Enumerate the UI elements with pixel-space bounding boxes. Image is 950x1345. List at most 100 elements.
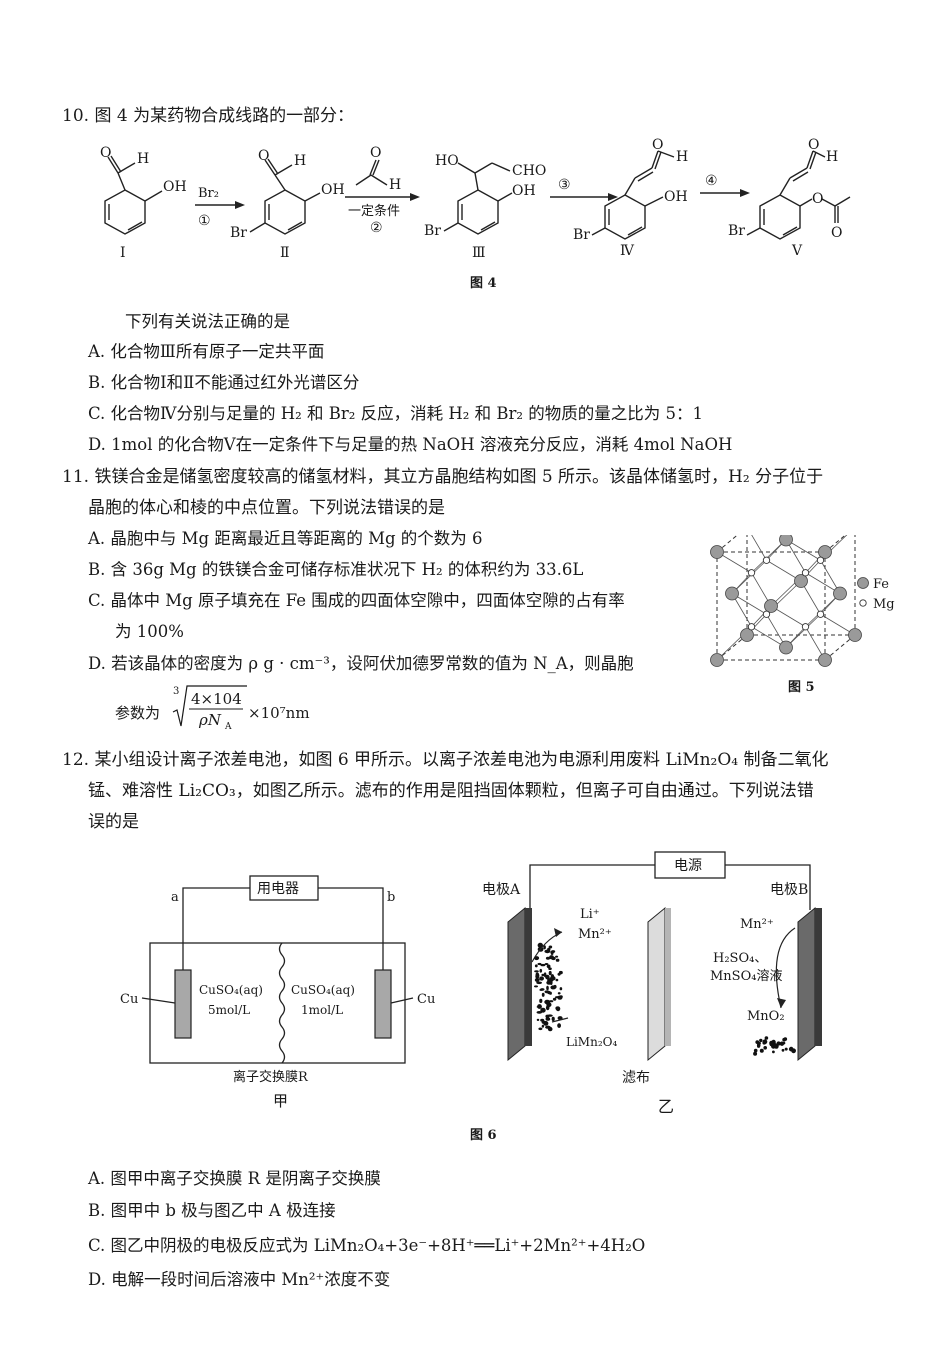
q10-option-d: D. 1mol 的化合物Ⅴ在一定条件下与足量的热 NaOH 溶液充分反应，消耗 … — [88, 435, 733, 454]
svg-text:滤布: 滤布 — [622, 1070, 650, 1086]
particle — [543, 945, 546, 950]
particle — [548, 970, 552, 976]
particle — [557, 1023, 561, 1028]
svg-text:Cu: Cu — [120, 992, 138, 1007]
mno2-dot — [762, 1039, 768, 1045]
fe-atom — [710, 653, 724, 667]
particle — [551, 1016, 555, 1022]
particle — [549, 1000, 554, 1003]
q11-stem-line2: 晶胞的体心和棱的中点位置。下列说法错误的是 — [88, 498, 445, 518]
mno2-dot — [782, 1041, 786, 1045]
particle — [540, 988, 545, 991]
svg-text:O: O — [812, 191, 823, 207]
mno2-dot — [784, 1047, 788, 1051]
mno2-dot — [753, 1048, 758, 1053]
particle — [541, 1024, 545, 1028]
q10-option-c: C. 化合物Ⅳ分别与足量的 H₂ 和 Br₂ 反应，消耗 H₂ 和 Br₂ 的物… — [88, 404, 703, 423]
svg-text:OH: OH — [664, 189, 688, 205]
particle — [536, 1018, 540, 1021]
arrow-head-mn — [777, 998, 786, 1008]
fig6-jia-concentration-cell: 用电器 a b Cu Cu CuSO₄(aq) 5mol/L CuSO₄(aq)… — [120, 875, 435, 1110]
svg-text:OH: OH — [321, 182, 345, 198]
arrow-head-3 — [608, 193, 618, 201]
mno2-dot — [772, 1050, 775, 1054]
svg-text:H: H — [294, 153, 306, 169]
q10-option-a: A. 化合物Ⅲ所有原子一定共平面 — [88, 342, 325, 361]
particle — [541, 973, 545, 977]
q12-option-b: B. 图甲中 b 极与图乙中 A 极连接 — [88, 1201, 336, 1220]
svg-text:Br: Br — [424, 223, 441, 239]
q11-option-d1: D. 若该晶体的密度为 ρ g · cm⁻³，设阿伏加德罗常数的值为 N_A，则… — [88, 654, 634, 673]
benzene-ring-ii — [264, 189, 306, 235]
q11-option-c1: C. 晶体中 Mg 原子填充在 Fe 围成的四面体空隙中，四面体空隙的占有率 — [88, 591, 625, 610]
fig4-caption: 图 4 — [470, 276, 497, 291]
svg-text:Br: Br — [573, 227, 590, 243]
mno2-dot — [781, 1048, 785, 1052]
svg-text:Br: Br — [728, 223, 745, 239]
svg-text:离子交换膜R: 离子交换膜R — [233, 1069, 309, 1085]
svg-text:H: H — [137, 151, 149, 167]
particle — [535, 972, 540, 978]
svg-text:H₂SO₄、: H₂SO₄、 — [713, 951, 767, 966]
mno2-dot — [769, 1041, 774, 1047]
svg-text:H: H — [826, 149, 838, 165]
particle — [543, 1021, 549, 1026]
particle — [547, 1026, 553, 1032]
svg-text:甲: 甲 — [273, 1092, 288, 1110]
fe-atom — [833, 586, 847, 601]
svg-text:Ⅴ: Ⅴ — [791, 243, 803, 259]
particle — [534, 964, 538, 968]
benzene-ring-iv — [604, 194, 646, 240]
svg-text:CuSO₄(aq): CuSO₄(aq) — [199, 983, 263, 997]
particle — [534, 970, 539, 973]
fe-atom — [764, 599, 778, 613]
fe-atom — [725, 586, 739, 601]
svg-text:MnO₂: MnO₂ — [747, 1009, 785, 1024]
svg-text:O: O — [831, 225, 842, 241]
legend-mg-label: Mg — [873, 597, 895, 612]
q11-option-b: B. 含 36g Mg 的铁镁合金可储存标准状况下 H₂ 的体积约为 33.6L — [88, 560, 584, 579]
svg-text:A: A — [224, 722, 232, 732]
svg-text:Ⅰ: Ⅰ — [120, 245, 126, 261]
svg-text:参数为: 参数为 — [115, 704, 160, 722]
cu-electrode-right — [374, 969, 392, 1039]
fe-atom — [710, 545, 724, 559]
fe-atom — [779, 535, 793, 547]
fe-atom — [818, 653, 832, 667]
svg-text:LiMn₂O₄: LiMn₂O₄ — [566, 1035, 617, 1049]
mg-atom — [816, 610, 825, 618]
svg-text:①: ① — [198, 213, 211, 229]
svg-text:O: O — [100, 145, 111, 161]
arrow-head-4 — [740, 189, 750, 197]
particle — [557, 992, 561, 995]
svg-text:5mol/L: 5mol/L — [208, 1003, 250, 1017]
particle — [555, 978, 559, 982]
svg-text:a: a — [171, 890, 179, 905]
svg-text:电极B: 电极B — [770, 882, 808, 898]
svg-text:Li⁺: Li⁺ — [580, 907, 600, 922]
legend-fe-symbol — [857, 577, 869, 589]
svg-text:一定条件: 一定条件 — [348, 203, 400, 219]
svg-text:Mn²⁺: Mn²⁺ — [578, 927, 612, 942]
bond — [731, 559, 767, 594]
svg-text:O: O — [258, 148, 269, 164]
q10-synthesis-scheme: O H OH Ⅰ Br₂ ① O H OH Br Ⅱ O H 一定条件 ② HO… — [100, 137, 851, 261]
particle — [540, 1007, 546, 1013]
particle — [537, 962, 542, 966]
particle — [544, 999, 551, 1005]
q10-prompt: 下列有关说法正确的是 — [125, 312, 290, 331]
mg-atom — [801, 569, 810, 577]
particle — [539, 998, 543, 1003]
particle — [548, 967, 552, 970]
q12-stem-line3: 误的是 — [88, 812, 139, 832]
mno2-dot — [759, 1038, 763, 1043]
svg-text:Ⅲ: Ⅲ — [472, 245, 486, 261]
particle — [545, 974, 550, 980]
fe-atom — [779, 640, 793, 655]
fe-atom — [794, 574, 808, 588]
fig6-yi-electrolysis-cell: 电源 电极A 电极B Li⁺ Mn²⁺ Mn²⁺ H₂SO₄、 MnSO₄溶液 … — [482, 851, 822, 1116]
svg-text:④: ④ — [705, 173, 718, 189]
svg-text:b: b — [387, 890, 395, 905]
svg-text:Br₂: Br₂ — [198, 186, 219, 201]
legend-fe-label: Fe — [873, 577, 889, 592]
